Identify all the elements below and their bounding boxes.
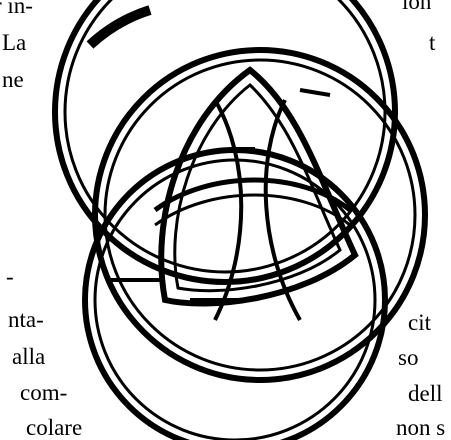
ring-right bbox=[95, 50, 425, 380]
ring-left bbox=[85, 150, 385, 440]
